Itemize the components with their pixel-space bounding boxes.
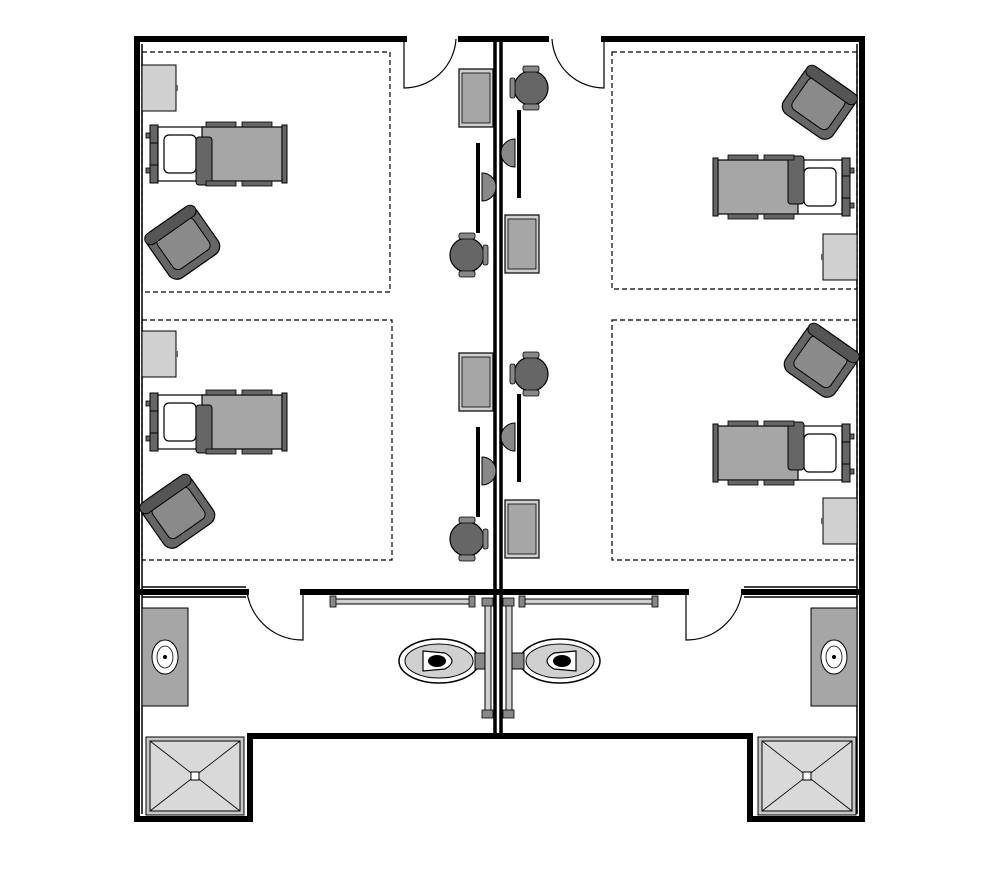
hospital-bed-icon — [712, 420, 855, 486]
armchair-icon — [141, 202, 225, 284]
shower-icon — [757, 736, 857, 816]
toilet-icon — [398, 638, 488, 684]
patient-room-right — [500, 62, 863, 559]
bed-zones — [141, 51, 858, 561]
desk-panel — [476, 427, 480, 517]
walls — [134, 36, 865, 822]
door-swing-icon — [246, 38, 743, 641]
bathroom-left — [141, 595, 494, 816]
patient-room-left — [136, 64, 497, 562]
desk-panel — [476, 143, 480, 233]
desk-chair-icon — [509, 351, 549, 397]
nightstand-icon — [141, 330, 179, 378]
desk-chair-icon — [509, 65, 549, 111]
armchair-icon — [777, 62, 861, 144]
shower-icon — [145, 736, 245, 816]
hospital-bed-icon — [145, 389, 288, 455]
wall-lamp-icon — [500, 138, 516, 168]
armchair-icon — [136, 471, 220, 553]
hospital-bed-icon — [145, 121, 288, 187]
nightstand-icon — [141, 64, 179, 112]
nightstand-icon — [820, 233, 858, 281]
wall-lamp-icon — [500, 422, 516, 452]
cabinet-icon — [458, 352, 494, 412]
cabinet-icon — [504, 499, 540, 559]
hospital-bed-icon — [712, 154, 855, 220]
center-wall — [493, 39, 503, 736]
cabinet-icon — [458, 68, 494, 128]
desk-panel — [517, 394, 521, 482]
grab-bar — [331, 598, 475, 605]
desk-chair-icon — [449, 516, 489, 562]
nightstand-icon — [820, 497, 858, 545]
sink-icon — [810, 607, 858, 707]
toilet-icon — [511, 638, 601, 684]
sink-icon — [141, 607, 189, 707]
desk-chair-icon — [449, 232, 489, 278]
cabinet-icon — [504, 214, 540, 274]
grab-bar — [484, 601, 492, 717]
bathroom-right — [502, 595, 858, 816]
grab-bar — [505, 601, 513, 717]
armchair-icon — [779, 320, 863, 402]
grab-bar — [524, 598, 658, 605]
desk-panel — [517, 110, 521, 198]
